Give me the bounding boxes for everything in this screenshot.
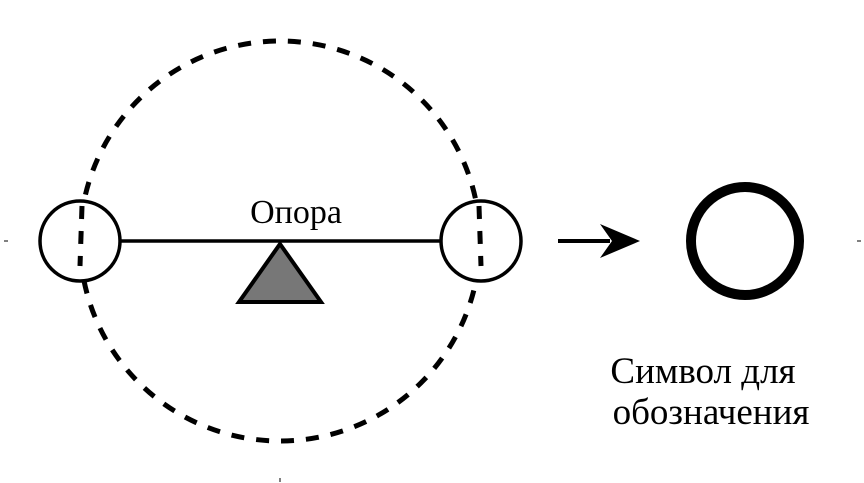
symbol-caption-line1: Символ для: [610, 351, 795, 392]
left-circle-inner-dash: [77, 205, 85, 267]
symbol-caption-line2: обозначения: [613, 392, 810, 433]
fulcrum-triangle: [235, 240, 325, 304]
arrow-icon: [558, 224, 640, 258]
pivot-label: Опора: [250, 194, 342, 231]
registration-marks: [4, 240, 861, 482]
notation-symbol-circle: [686, 182, 804, 300]
right-circle-inner-dash: [476, 205, 484, 267]
